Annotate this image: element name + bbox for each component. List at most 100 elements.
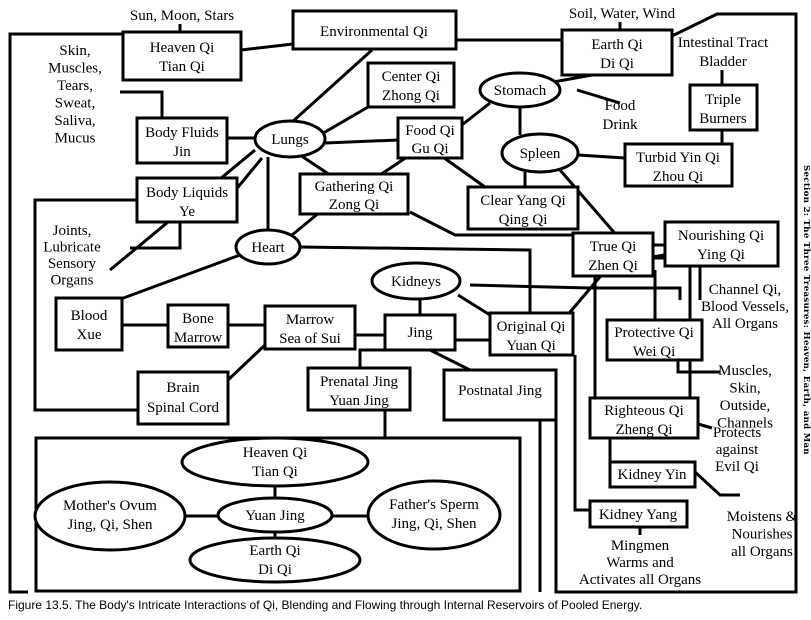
turbid-yin-qi-box <box>623 142 734 188</box>
boxes <box>54 9 780 529</box>
text-line: Earth Qi <box>591 37 642 53</box>
text-line: Ye <box>179 204 195 220</box>
protective-qi-box <box>605 318 704 362</box>
text-line: Saliva, <box>54 113 95 129</box>
text-line: against <box>716 442 759 458</box>
text-line: Spinal Cord <box>147 400 220 416</box>
edge-heaven-environmental <box>240 42 294 52</box>
body-fluids-box <box>135 116 229 165</box>
text-line: Sun, Moon, Stars <box>130 8 234 24</box>
text-line: Mucus <box>55 131 96 147</box>
text-line: Blood <box>71 308 108 324</box>
heaven-qi-box <box>121 30 243 82</box>
edge-kidneys-true <box>469 283 682 300</box>
text-line: Soil, Water, Wind <box>569 6 676 22</box>
text-line: Wei Qi <box>633 344 676 360</box>
kidney-yin-box <box>608 460 697 489</box>
fathers-sperm-ellipse <box>366 479 502 551</box>
text-line: Warms and <box>606 555 674 571</box>
edge-original-kidneyyang <box>573 355 590 512</box>
text-line: Muscles, <box>718 363 772 379</box>
text-line: Channels <box>717 416 773 432</box>
edge-earth-right-frame <box>554 12 798 594</box>
true-qi-box <box>571 231 655 278</box>
text-line: Zhong Qi <box>382 88 440 104</box>
earth-qi-box <box>560 28 674 77</box>
text-line: Zhou Qi <box>653 169 703 185</box>
edge-joints-liquids <box>130 222 182 250</box>
text-line: all Organs <box>731 544 793 560</box>
text-line: Tears, <box>57 78 93 94</box>
text-line: Gathering Qi <box>315 179 394 195</box>
text-line: Heaven Qi <box>243 445 308 461</box>
muscles-skin-annotation: Muscles,Skin,Outside,Channels <box>717 363 773 432</box>
brain-box <box>136 370 230 426</box>
mothers-ovum-ellipse <box>33 480 187 552</box>
edge-marrow-brain <box>226 343 267 382</box>
text-line: Intestinal Tract <box>678 35 769 51</box>
marrow-box <box>263 304 357 351</box>
jing-box <box>383 313 457 352</box>
text-line: Brain <box>166 380 200 396</box>
edge-liquids-brain <box>33 198 138 412</box>
original-qi-box <box>488 311 575 357</box>
edge-lungs-gathering <box>299 153 331 177</box>
kidneys-label: Kidneys <box>391 274 441 290</box>
edge-environmental-lungs <box>289 48 374 125</box>
text-line: Di Qi <box>600 56 634 72</box>
kidneys-ellipse <box>370 261 462 301</box>
edge-outer-left-frame <box>8 32 123 594</box>
text-line: Marrow <box>174 330 222 346</box>
text-line: Yuan Jing <box>245 508 305 524</box>
text-line: Sweat, <box>55 96 95 112</box>
edge-skin-fluids <box>120 90 164 118</box>
righteous-qi-box <box>588 396 700 440</box>
channel-qi-annotation: Channel Qi,Blood Vessels,All Organs <box>701 282 789 332</box>
text-line: Skin, <box>59 43 90 59</box>
edge-jing-postnatal <box>429 348 471 372</box>
text-line: Gu Qi <box>411 141 448 157</box>
text-line: Spleen <box>520 146 561 162</box>
gathering-qi-box <box>298 172 410 216</box>
spleen-ellipse <box>500 132 580 174</box>
triple-burners-box <box>688 83 759 132</box>
stomach-ellipse <box>478 71 562 109</box>
edge-gathering-heart <box>291 210 321 237</box>
figure-caption: Figure 13.5. The Body's Intricate Intera… <box>8 598 643 612</box>
edge-righteous-protects <box>697 422 713 430</box>
text-line: Nourishes <box>732 527 793 543</box>
text-line: Kidneys <box>391 274 441 290</box>
text-line: Jin <box>173 144 191 160</box>
lungs-label: Lungs <box>271 132 309 148</box>
side-running-header: Section 2: The Three Treasures: Heaven, … <box>801 165 811 455</box>
text-line: Sea of Sui <box>279 331 341 347</box>
text-line: Zong Qi <box>329 197 379 213</box>
text-line: Blood Vessels, <box>701 299 789 315</box>
text-line: Organs <box>50 273 93 289</box>
text-line: Muscles, <box>48 61 102 77</box>
heart-label: Heart <box>251 240 285 256</box>
text-line: Outside, <box>720 398 770 414</box>
text-line: Xue <box>77 327 102 343</box>
text-line: Center Qi <box>382 69 441 85</box>
text-line: Environmental Qi <box>320 24 428 40</box>
text-line: Bone <box>182 311 214 327</box>
text-line: Evil Qi <box>715 459 759 475</box>
center-qi-box <box>366 61 456 109</box>
text-line: Sensory <box>48 256 97 272</box>
text-line: Burners <box>699 111 747 127</box>
